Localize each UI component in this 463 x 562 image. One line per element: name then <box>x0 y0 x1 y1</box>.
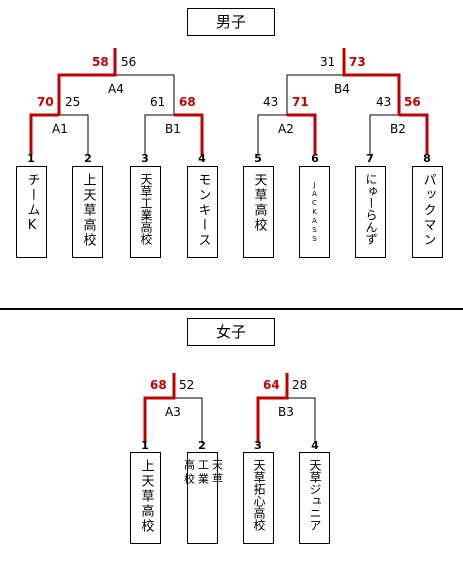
team-box-men-1: チームK <box>16 166 47 258</box>
team-name: 天草高校 <box>251 173 267 233</box>
line-b2-winner <box>399 113 429 155</box>
team-name: にゅーらんず <box>364 173 378 245</box>
score-b4-right: 73 <box>349 55 366 69</box>
team-box-men-2: 上天草高校 <box>72 166 103 258</box>
score-b1-right: 68 <box>179 95 196 109</box>
line-b4-loser <box>286 74 344 115</box>
seed-men-3: 3 <box>141 152 149 165</box>
score-b4-left: 31 <box>320 55 336 69</box>
team-box-women-2: 天草工業高校 <box>183 452 224 544</box>
line-b1-loser <box>144 114 174 155</box>
seed-men-4: 4 <box>198 152 206 165</box>
team-name: 上天草高校 <box>138 459 154 534</box>
line-a1-winner <box>29 113 59 155</box>
line-a2-winner <box>287 113 317 155</box>
match-label-a3: A3 <box>165 405 181 419</box>
seed-women-2: 2 <box>198 439 206 452</box>
match-label-b3: B3 <box>278 405 294 419</box>
seed-men-5: 5 <box>254 152 262 165</box>
score-b1-left: 61 <box>150 95 166 109</box>
team-name: チームK <box>24 173 40 235</box>
score-a2-right: 71 <box>292 95 309 109</box>
score-a3-right: 52 <box>179 378 195 392</box>
team-box-women-4: 天草ジュニア <box>299 452 330 544</box>
team-name: 天草ジュニア <box>308 459 322 531</box>
team-box-men-4: モンキース <box>187 166 218 258</box>
match-label-b2: B2 <box>390 122 406 136</box>
line-b4-winner <box>342 48 401 115</box>
team-box-men-5: 天草高校 <box>243 166 274 258</box>
line-b2-loser <box>369 114 399 155</box>
team-box-women-1: 上天草高校 <box>130 452 161 544</box>
line-a2-loser <box>257 114 287 155</box>
seed-men-8: 8 <box>423 152 431 165</box>
score-a4-right: 56 <box>121 55 137 69</box>
match-label-a2: A2 <box>278 122 294 136</box>
team-name: 天草工業高校 <box>182 459 224 487</box>
team-name: パックマン <box>420 173 436 248</box>
line-a3-winner <box>143 373 176 443</box>
score-a2-left: 43 <box>263 95 279 109</box>
score-b3-right: 28 <box>292 378 308 392</box>
line-a4-loser <box>115 74 175 115</box>
team-box-men-8: パックマン <box>412 166 443 258</box>
seed-men-6: 6 <box>311 152 319 165</box>
team-name: 天草拓心高校 <box>252 459 266 531</box>
team-box-men-7: にゅーらんず <box>355 166 386 258</box>
match-label-a1: A1 <box>52 122 68 136</box>
team-name: 上天草高校 <box>80 173 96 248</box>
section-divider <box>0 308 463 310</box>
seed-women-3: 3 <box>254 439 262 452</box>
line-a3-loser <box>174 397 203 443</box>
women-title: 女子 <box>187 318 275 346</box>
score-a4-left: 58 <box>92 55 109 69</box>
seed-women-4: 4 <box>311 439 319 452</box>
match-label-b1: B1 <box>165 122 181 136</box>
team-box-men-6: JACKASS <box>299 166 330 258</box>
score-b2-left: 43 <box>376 95 392 109</box>
line-b3-winner <box>256 373 289 443</box>
team-name: JACKASS <box>310 181 319 244</box>
match-label-a4: A4 <box>108 82 124 96</box>
score-b3-left: 64 <box>263 378 280 392</box>
score-a1-right: 25 <box>65 95 81 109</box>
seed-men-1: 1 <box>27 152 35 165</box>
seed-men-2: 2 <box>84 152 92 165</box>
line-a1-loser <box>59 114 89 155</box>
seed-women-1: 1 <box>141 439 149 452</box>
line-a4-winner <box>57 48 117 115</box>
team-box-women-3: 天草拓心高校 <box>243 452 274 544</box>
score-b2-right: 56 <box>404 95 421 109</box>
team-name: 天草工業高校 <box>139 173 153 245</box>
men-title: 男子 <box>187 8 275 36</box>
seed-men-7: 7 <box>366 152 374 165</box>
score-a3-left: 68 <box>150 378 167 392</box>
score-a1-left: 70 <box>37 95 54 109</box>
team-box-men-3: 天草工業高校 <box>130 166 161 258</box>
team-name: モンキース <box>195 173 211 248</box>
match-label-b4: B4 <box>334 82 350 96</box>
line-b1-winner <box>174 113 204 155</box>
line-b3-loser <box>287 397 316 443</box>
